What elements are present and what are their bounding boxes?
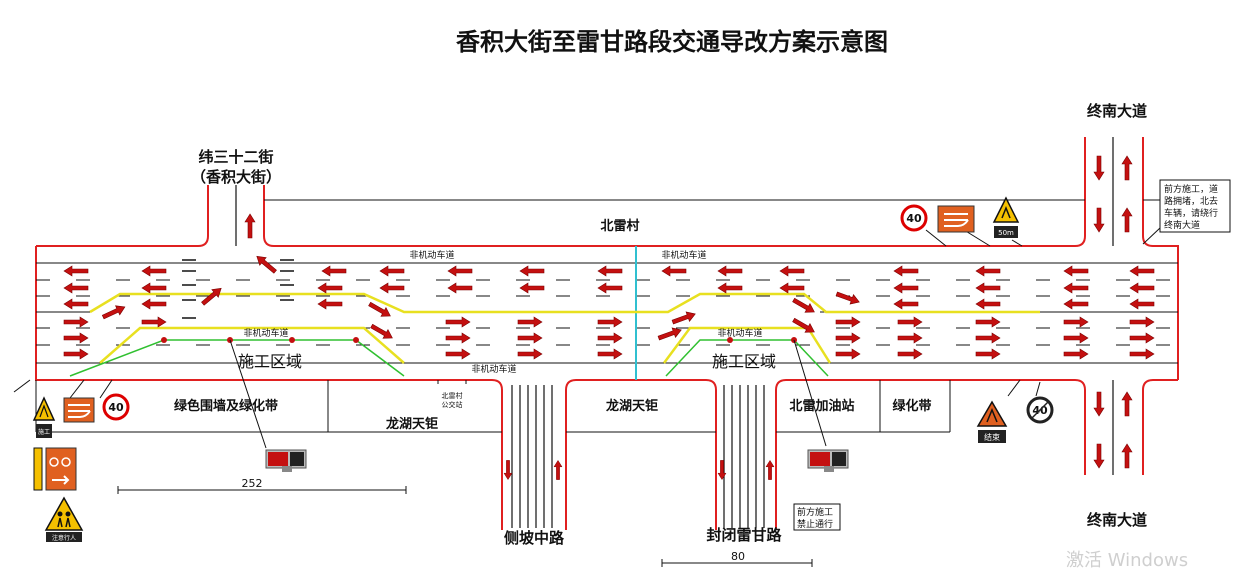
svg-text:结束: 结束 xyxy=(984,432,1000,442)
intersection-dashes xyxy=(182,259,294,319)
zhongnan-top-label: 终南大道 xyxy=(1087,102,1147,120)
lane-shift-sign xyxy=(937,205,975,233)
longhu-label: 龙湖天钜 xyxy=(386,416,438,432)
bus-stop-label-2: 公交站 xyxy=(442,400,463,409)
speed-limit-sign: 40 xyxy=(102,393,130,421)
barrier-device-icon xyxy=(807,449,849,472)
green-wall-label: 绿色围墙及绿化带 xyxy=(174,398,278,414)
svg-text:禁止通行: 禁止通行 xyxy=(797,518,833,530)
speed-limit-end-sign: 40 xyxy=(1026,396,1054,424)
zhongnan-bottom-label: 终南大道 xyxy=(1087,511,1147,529)
yellow-diversion-lines xyxy=(89,292,1040,364)
svg-text:路拥堵，北去: 路拥堵，北去 xyxy=(1164,195,1218,207)
nonmotor-lane-label: 非机动车道 xyxy=(243,327,288,339)
dimension-right-value: 80 xyxy=(731,550,745,563)
dimension-left xyxy=(117,486,407,494)
bus-stop-label-1: 北雷村 xyxy=(442,391,463,400)
beilei-village-label: 北雷村 xyxy=(600,218,639,234)
cebozhong-road-label: 侧坡中路 xyxy=(504,529,565,547)
gas-station-label: 北雷加油站 xyxy=(789,398,854,414)
weisan-street-label-1: 纬三十二街 xyxy=(198,148,273,166)
svg-text:40: 40 xyxy=(108,401,124,414)
svg-text:40: 40 xyxy=(906,212,922,225)
dashed-lane-lines xyxy=(36,279,1178,346)
svg-text:前方施工: 前方施工 xyxy=(797,506,833,518)
construction-warning-icon: 施工 xyxy=(32,396,56,438)
road-edges xyxy=(35,137,1179,530)
svg-text:施工: 施工 xyxy=(38,428,50,436)
weisan-street-label-2: （香积大街） xyxy=(191,168,281,186)
work-zone-label: 施工区域 xyxy=(712,352,776,371)
leader-lines xyxy=(13,227,1161,449)
nonmotor-detour-sign xyxy=(33,447,77,491)
work-zone-outline xyxy=(69,339,829,377)
dimension-left-value: 252 xyxy=(242,477,263,490)
work-zone-label: 施工区域 xyxy=(238,352,302,371)
dimension-right xyxy=(661,559,813,567)
activation-watermark: 激活 Windows xyxy=(1066,550,1188,569)
construction-cones xyxy=(161,337,797,343)
closure-notice-board: 前方施工 禁止通行 xyxy=(793,503,841,531)
pedestrian-warning-icon: 注意行人 xyxy=(44,496,84,542)
nonmotor-lane-label: 非机动车道 xyxy=(717,327,762,339)
barrier-device-icon xyxy=(265,449,307,472)
longhu-label: 龙湖天钜 xyxy=(606,398,658,414)
construction-end-icon: 结束 xyxy=(976,400,1008,443)
boundary-lines xyxy=(35,199,1200,433)
nonmotor-lane-label: 非机动车道 xyxy=(471,363,516,375)
nonmotor-lane-label: 非机动车道 xyxy=(661,249,706,261)
speed-limit-sign: 40 xyxy=(900,204,928,232)
svg-text:注意行人: 注意行人 xyxy=(52,534,76,542)
svg-text:终南大道: 终南大道 xyxy=(1164,219,1200,231)
cross-street-lines xyxy=(235,137,1114,528)
greenbelt-label: 绿化带 xyxy=(892,398,931,414)
detour-notice-board: 前方施工，道 路拥堵，北去 车辆，请绕行 终南大道 xyxy=(1159,179,1231,233)
construction-warning-icon: 50m xyxy=(992,196,1020,238)
lane-shift-sign xyxy=(63,397,95,423)
nonmotor-lane-label: 非机动车道 xyxy=(409,249,454,261)
svg-text:车辆，请绕行: 车辆，请绕行 xyxy=(1164,207,1218,219)
closed-leigan-road-label: 封闭雷甘路 xyxy=(706,526,782,544)
svg-text:前方施工，道: 前方施工，道 xyxy=(1164,183,1218,195)
svg-text:50m: 50m xyxy=(998,229,1014,237)
diagram-title: 香积大街至雷甘路段交通导改方案示意图 xyxy=(456,27,888,56)
